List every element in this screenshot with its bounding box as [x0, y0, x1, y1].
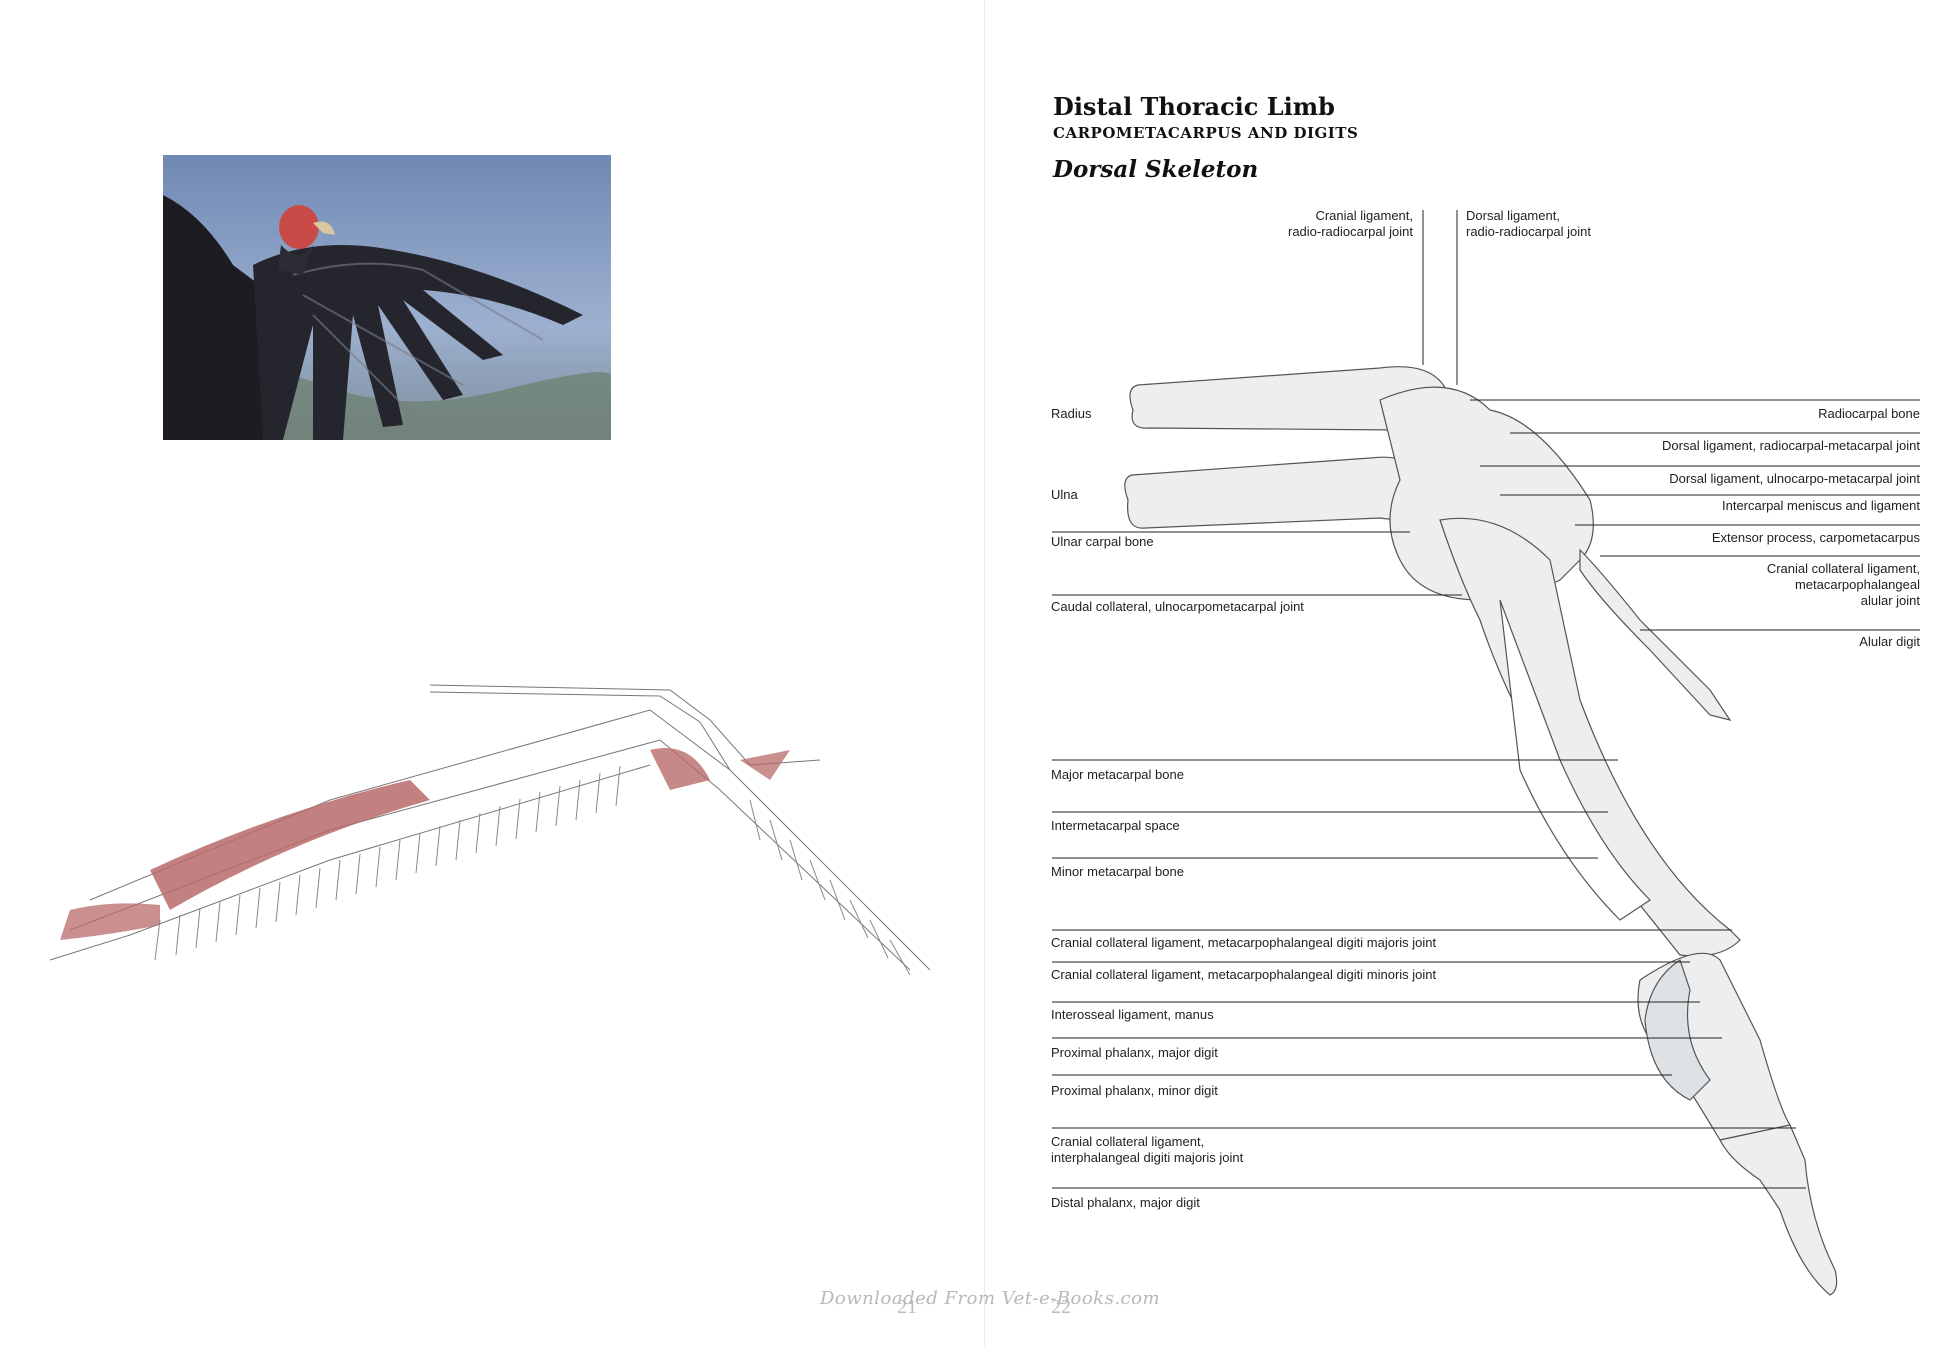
- page-number-right: 22: [1051, 1296, 1071, 1318]
- label-ulna: Ulna: [1051, 487, 1078, 502]
- label-alular-digit: Alular digit: [1859, 634, 1920, 649]
- label-proximal-phalanx-major: Proximal phalanx, major digit: [1051, 1045, 1218, 1060]
- label-radius: Radius: [1051, 406, 1092, 421]
- watermark: Downloaded From Vet-e-Books.com: [820, 1288, 1161, 1309]
- label-dorsal-ligament-radiocarpal-metacarpal: Dorsal ligament, radiocarpal-metacarpal …: [1662, 438, 1920, 453]
- label-cranial-collateral-minoris: Cranial collateral ligament, metacarpoph…: [1051, 967, 1437, 982]
- label-intermetacarpal-space: Intermetacarpal space: [1051, 818, 1180, 833]
- page-title: Distal Thoracic Limb: [1053, 92, 1335, 121]
- label-cranial-collateral-interphalangeal: Cranial collateral ligament, interphalan…: [1051, 1134, 1244, 1165]
- label-dorsal-ligament-ulnocarpo-metacarpal: Dorsal ligament, ulnocarpo-metacarpal jo…: [1669, 471, 1920, 486]
- label-interosseal-ligament: Interosseal ligament, manus: [1051, 1007, 1214, 1022]
- page-subtitle: CARPOMETACARPUS AND DIGITS: [1053, 124, 1359, 142]
- condor-photo: [163, 155, 611, 440]
- label-major-metacarpal: Major metacarpal bone: [1051, 767, 1184, 782]
- label-intercarpal-meniscus: Intercarpal meniscus and ligament: [1722, 498, 1920, 513]
- left-page: 21: [30, 155, 950, 1318]
- label-distal-phalanx-major: Distal phalanx, major digit: [1051, 1195, 1200, 1210]
- label-caudal-collateral: Caudal collateral, ulnocarpometacarpal j…: [1051, 599, 1304, 614]
- leader-lines: [1052, 210, 1920, 1189]
- label-cranial-collateral-alular: Cranial collateral ligament, metacarpoph…: [1766, 561, 1920, 608]
- label-proximal-phalanx-minor: Proximal phalanx, minor digit: [1051, 1083, 1218, 1098]
- label-dorsal-ligament-radio: Dorsal ligament, radio-radiocarpal joint: [1466, 208, 1592, 239]
- label-radiocarpal-bone: Radiocarpal bone: [1818, 406, 1920, 421]
- label-cranial-ligament-radio: Cranial ligament, radio-radiocarpal join…: [1287, 208, 1413, 239]
- label-ulnar-carpal-bone: Ulnar carpal bone: [1051, 534, 1154, 549]
- label-cranial-collateral-majoris: Cranial collateral ligament, metacarpoph…: [1051, 935, 1437, 950]
- label-extensor-process: Extensor process, carpometacarpus: [1711, 530, 1920, 545]
- section-heading: Dorsal Skeleton: [1053, 156, 1259, 183]
- page-number-left: 21: [897, 1296, 917, 1318]
- wing-muscle-illustration: [30, 670, 950, 990]
- label-minor-metacarpal: Minor metacarpal bone: [1051, 864, 1184, 879]
